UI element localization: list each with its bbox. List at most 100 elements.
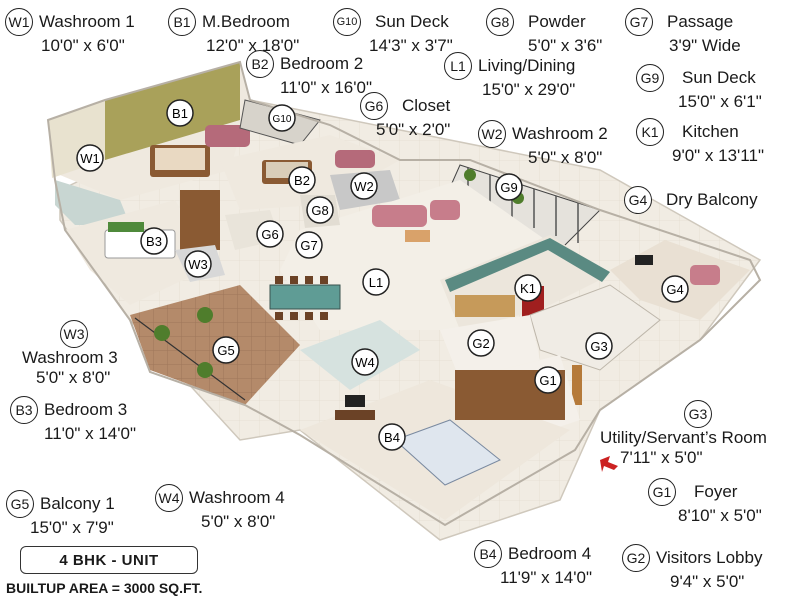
svg-text:G5: G5: [217, 343, 234, 358]
legend-g3: G3 Utility/Servant’s Room 7'11" x 5'0": [600, 400, 767, 468]
room-dims: 14'3" x 3'7": [369, 36, 453, 55]
plan-tag: K1: [514, 274, 542, 302]
room-code-badge: G8: [486, 8, 514, 36]
room-name: Bedroom 2: [280, 54, 364, 73]
room-name: Washroom 1: [39, 12, 135, 31]
unit-type-label: 4 BHK - UNIT: [20, 546, 198, 574]
svg-text:B4: B4: [384, 430, 400, 445]
plan-tag: B4: [378, 423, 406, 451]
room-dims: 5'0" x 8'0": [36, 368, 111, 387]
room-code-badge: G10: [333, 8, 361, 36]
plan-tag: G3: [585, 332, 613, 360]
room-dims: 15'0" x 6'1": [678, 92, 762, 111]
plan-tag: G6: [256, 220, 284, 248]
room-dims: 5'0" x 8'0": [201, 512, 276, 531]
room-code-badge: W2: [478, 120, 506, 148]
builtup-area: BUILTUP AREA = 3000 SQ.FT.: [6, 580, 203, 596]
plan-tag: G9: [495, 173, 523, 201]
plan-tags: W1 B1 G10 B2 W2 G8 G9 B3 G6 G7 W3 L1 K1 …: [76, 99, 689, 451]
living-sofa-1: [372, 205, 427, 227]
room-code-badge: W3: [60, 320, 88, 348]
legend-w4: W4 Washroom 4 5'0" x 8'0": [155, 484, 285, 532]
legend-g4: G4 Dry Balcony: [624, 186, 758, 214]
legend-g8: G8 Powder 5'0" x 3'6": [486, 8, 602, 56]
g4-sofa: [690, 265, 720, 285]
room-name: Washroom 2: [512, 124, 608, 143]
room-name: M.Bedroom: [202, 12, 290, 31]
room-code-badge: G7: [625, 8, 653, 36]
plant: [197, 362, 213, 378]
svg-text:G3: G3: [590, 339, 607, 354]
room-dims: 10'0" x 6'0": [41, 36, 125, 55]
room-code-badge: G4: [624, 186, 652, 214]
b1-bed-sheet: [155, 148, 205, 170]
plan-tag: W4: [351, 348, 379, 376]
plan-tag: W1: [76, 144, 104, 172]
plant: [154, 325, 170, 341]
room-dims: 5'0" x 8'0": [528, 148, 603, 167]
plan-tag: G10: [268, 104, 296, 132]
room-dims: 15'0" x 7'9": [30, 518, 114, 537]
room-dims: 9'0" x 13'11": [672, 146, 764, 165]
legend-b2: B2 Bedroom 2 11'0" x 16'0": [246, 50, 372, 98]
plan-tag: G2: [467, 329, 495, 357]
room-code-badge: W1: [5, 8, 33, 36]
legend-w2: W2 Washroom 2 5'0" x 8'0": [478, 120, 608, 168]
room-code-badge: G1: [648, 478, 676, 506]
svg-text:B2: B2: [294, 173, 310, 188]
svg-text:B3: B3: [146, 234, 162, 249]
room-dims: 5'0" x 2'0": [376, 120, 451, 139]
room-name: Visitors Lobby: [656, 548, 763, 567]
room-name: Bedroom 3: [44, 400, 128, 419]
room-dims: 11'9" x 14'0": [500, 568, 592, 587]
plan-tag: L1: [362, 268, 390, 296]
svg-text:K1: K1: [520, 281, 536, 296]
b1-sofa: [205, 125, 250, 147]
svg-text:W3: W3: [188, 257, 208, 272]
room-code-badge: W4: [155, 484, 183, 512]
room-dims: 5'0" x 3'6": [528, 36, 603, 55]
legend-w3: W3 Washroom 3 5'0" x 8'0": [22, 320, 118, 388]
room-name: Balcony 1: [40, 494, 115, 513]
room-name: Foyer: [694, 482, 738, 501]
room-code-badge: B2: [246, 50, 274, 78]
legend-g6: G6 Closet 5'0" x 2'0": [360, 92, 450, 140]
room-dims: 8'10" x 5'0": [678, 506, 762, 525]
room-name: Closet: [402, 96, 451, 115]
room-name: Washroom 3: [22, 348, 118, 367]
room-name: Dry Balcony: [666, 190, 758, 209]
dining-table: [269, 284, 341, 310]
plant: [197, 307, 213, 323]
svg-text:G9: G9: [500, 180, 517, 195]
room-code-badge: B1: [168, 8, 196, 36]
b4-bed: [394, 419, 501, 486]
svg-text:G4: G4: [666, 282, 683, 297]
plan-tag: G8: [306, 196, 334, 224]
room-dims: 11'0" x 16'0": [280, 78, 372, 97]
g4-tv: [635, 255, 653, 265]
b3-wardrobe: [180, 190, 220, 250]
room-dims: 15'0" x 29'0": [482, 80, 576, 99]
room-code-badge: G2: [622, 544, 650, 572]
legend-g1: G1 Foyer 8'10" x 5'0": [648, 478, 762, 526]
room-code-badge: L1: [444, 52, 472, 80]
living-table: [405, 230, 430, 242]
room-code-badge: G6: [360, 92, 388, 120]
plan-tag: B1: [166, 99, 194, 127]
b4-tv-unit: [335, 410, 375, 420]
plan-tag: G5: [212, 336, 240, 364]
svg-text:G10: G10: [273, 114, 292, 125]
svg-text:G8: G8: [311, 203, 328, 218]
room-code-badge: G3: [684, 400, 712, 428]
room-name: Washroom 4: [189, 488, 285, 507]
svg-text:G6: G6: [261, 227, 278, 242]
plan-tag: W3: [184, 250, 212, 278]
room-name: Powder: [528, 12, 586, 31]
